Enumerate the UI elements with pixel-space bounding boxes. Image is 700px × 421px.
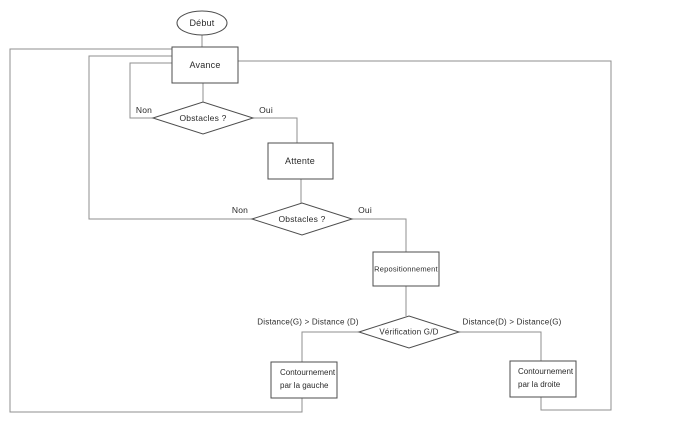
contournement-gauche-label: Contournement par la gauche <box>280 367 335 392</box>
edge-obstacles1-non-loop <box>129 62 172 119</box>
edge-gauche-return-loop <box>9 48 303 413</box>
edge-verification-droite <box>459 331 542 361</box>
contournement-droite-label: Contournement par la droite <box>518 366 573 391</box>
contournement-droite-process-shape <box>509 360 577 398</box>
edge-obstacles2-non-loop <box>88 55 252 220</box>
repositionnement-process-shape <box>372 251 440 287</box>
start-label: Début <box>189 18 215 28</box>
edge-droite-return-loop <box>238 60 612 411</box>
verification-label: Vérification G/D <box>379 327 439 337</box>
attente-label: Attente <box>285 156 315 166</box>
contournement-droite-line1: Contournement <box>518 367 574 376</box>
contournement-gauche-line1: Contournement <box>280 368 336 377</box>
obstacles1-label: Obstacles ? <box>179 113 227 123</box>
edge-obstacles1-oui <box>253 117 298 143</box>
verification-decision-shape <box>357 315 461 349</box>
edge-obstacles2-oui <box>352 218 407 252</box>
obstacles1-decision-shape <box>151 101 255 135</box>
edge-verification-gauche <box>301 331 359 362</box>
avance-process-shape <box>171 46 239 84</box>
contournement-gauche-line2: par la gauche <box>280 380 329 390</box>
contournement-droite-line2: par la droite <box>518 379 561 389</box>
obstacles2-decision-shape <box>250 202 354 236</box>
obstacles1-oui-label: Oui <box>259 105 273 115</box>
verification-droite-label: Distance(D) > Distance(G) <box>462 317 562 327</box>
contournement-gauche-process-shape <box>270 361 338 399</box>
verification-gauche-label: Distance(G) > Distance (D) <box>257 317 359 327</box>
obstacles2-oui-label: Oui <box>358 205 372 215</box>
repositionnement-label: Repositionnement <box>374 264 438 274</box>
obstacles2-label: Obstacles ? <box>278 214 326 224</box>
avance-label: Avance <box>189 60 221 70</box>
start-terminator-shape <box>176 10 228 36</box>
obstacles1-non-label: Non <box>135 105 153 115</box>
attente-process-shape <box>267 142 334 180</box>
obstacles2-non-label: Non <box>231 205 249 215</box>
